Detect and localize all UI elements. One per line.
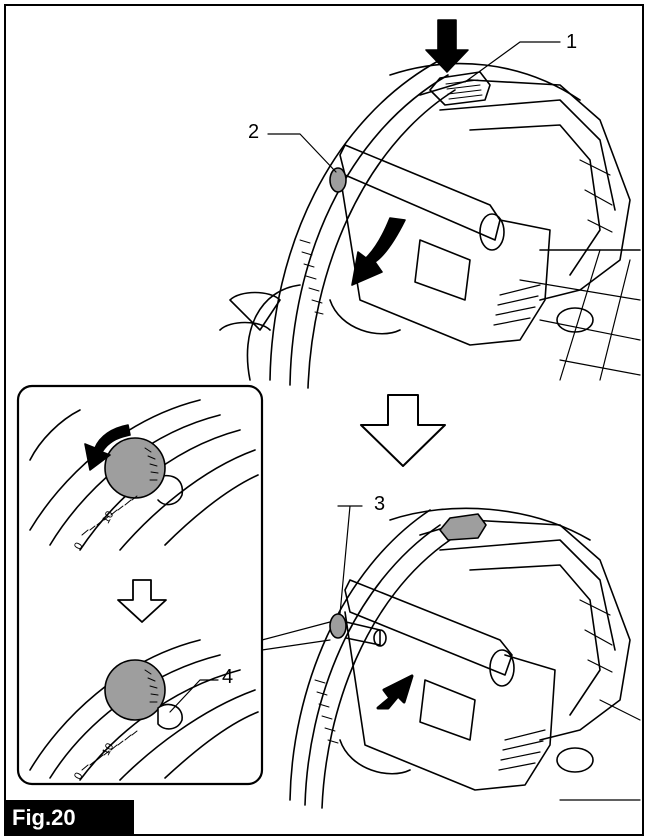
sequence-arrow-down [360, 394, 446, 467]
inset-top-scale [81, 495, 138, 536]
push-arrow-up-bottom [376, 674, 414, 710]
figure-label: Fig.20 [4, 800, 134, 836]
leader-line-2 [267, 133, 337, 173]
rotate-arrow-counterclockwise [84, 424, 131, 471]
inset-sequence-arrow [117, 579, 167, 623]
tilt-arrow-top [351, 217, 406, 286]
bottom-bevel-scale [314, 679, 339, 744]
leader-line-3 [337, 505, 363, 615]
inset-bottom-detail [29, 639, 259, 781]
lock-lever-grip [445, 79, 483, 100]
callout-2: 2 [248, 121, 260, 143]
callout-3: 3 [374, 493, 386, 515]
top-saw-illustration [219, 59, 641, 389]
inset-connector [261, 621, 331, 651]
leader-line-1 [464, 41, 561, 83]
inset-top-detail [29, 399, 259, 551]
callout-1: 1 [566, 31, 578, 53]
detail-inset [16, 384, 264, 786]
inset-bottom-scale [81, 730, 138, 771]
press-arrow-down-top [425, 19, 469, 73]
top-bevel-scale [299, 239, 324, 315]
leader-line-4 [169, 679, 219, 713]
bottom-saw-illustration [289, 507, 641, 809]
callout-4: 4 [222, 666, 234, 688]
